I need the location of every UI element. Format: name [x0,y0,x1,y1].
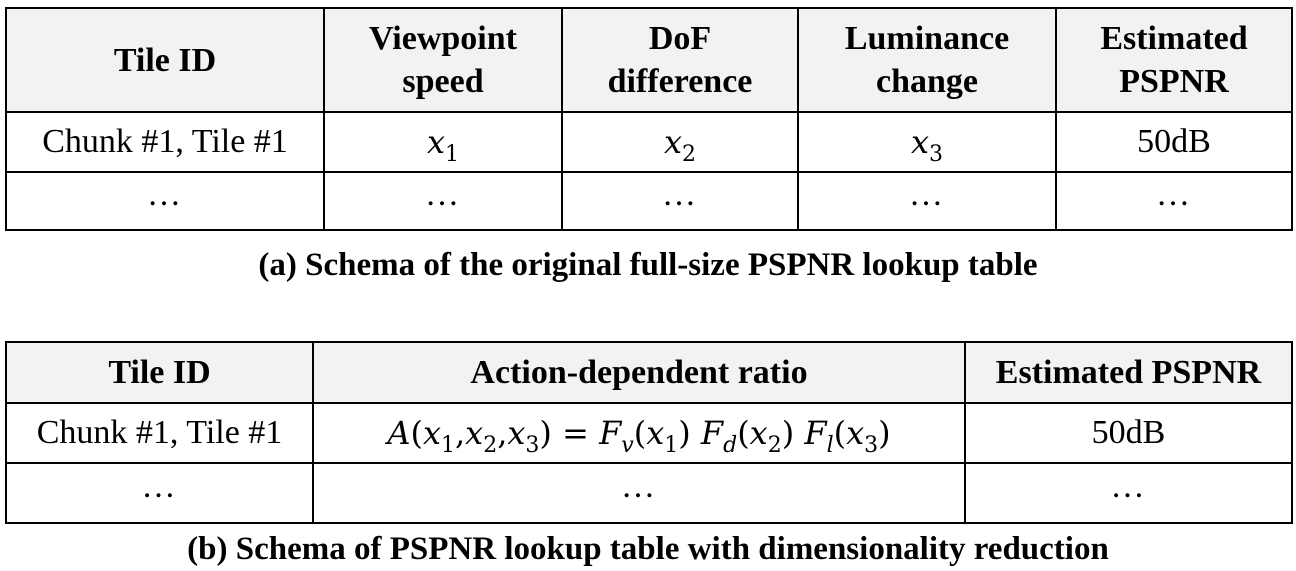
table-header-row: Tile ID Action-dependent ratio Estimated… [5,341,1293,404]
cell-ellipsis: … [797,171,1057,231]
cell-ellipsis: … [312,462,966,524]
cell-ellipsis: … [1055,171,1293,231]
cell-tile-id: Chunk #1, Tile #1 [5,111,325,173]
cell-dof-difference: x2 [561,111,799,173]
cell-viewpoint-speed: x1 [323,111,563,173]
table-row: … … … … … [5,171,1293,231]
table-row: Chunk #1, Tile #1 A(x1,x2,x3) = Fv(x1) F… [5,402,1293,464]
caption-a: (a) Schema of the original full-size PSP… [258,247,1038,283]
header-estimated-pspnr: Estimated PSPNR [964,341,1293,404]
cell-tile-id: Chunk #1, Tile #1 [5,402,314,464]
cell-ellipsis: … [561,171,799,231]
cell-ellipsis: … [5,171,325,231]
header-tile-id: Tile ID [5,7,325,113]
header-action-dependent-ratio: Action-dependent ratio [312,341,966,404]
caption-b: (b) Schema of PSPNR lookup table with di… [187,531,1109,567]
cell-ellipsis: … [5,462,314,524]
cell-ellipsis: … [964,462,1293,524]
header-tile-id: Tile ID [5,341,314,404]
cell-action-ratio-formula: A(x1,x2,x3) = Fv(x1) Fd(x2) Fl(x3) [312,402,966,464]
cell-luminance-change: x3 [797,111,1057,173]
table-row: … … … [5,462,1293,524]
table-row: Chunk #1, Tile #1 x1 x2 x3 50dB [5,111,1293,173]
cell-estimated-pspnr: 50dB [1055,111,1293,173]
cell-estimated-pspnr: 50dB [964,402,1293,464]
formula: A(x1,x2,x3) = Fv(x1) Fd(x2) Fl(x3) [387,413,891,458]
cell-ellipsis: … [323,171,563,231]
reduced-lookup-table: Tile ID Action-dependent ratio Estimated… [5,341,1293,524]
